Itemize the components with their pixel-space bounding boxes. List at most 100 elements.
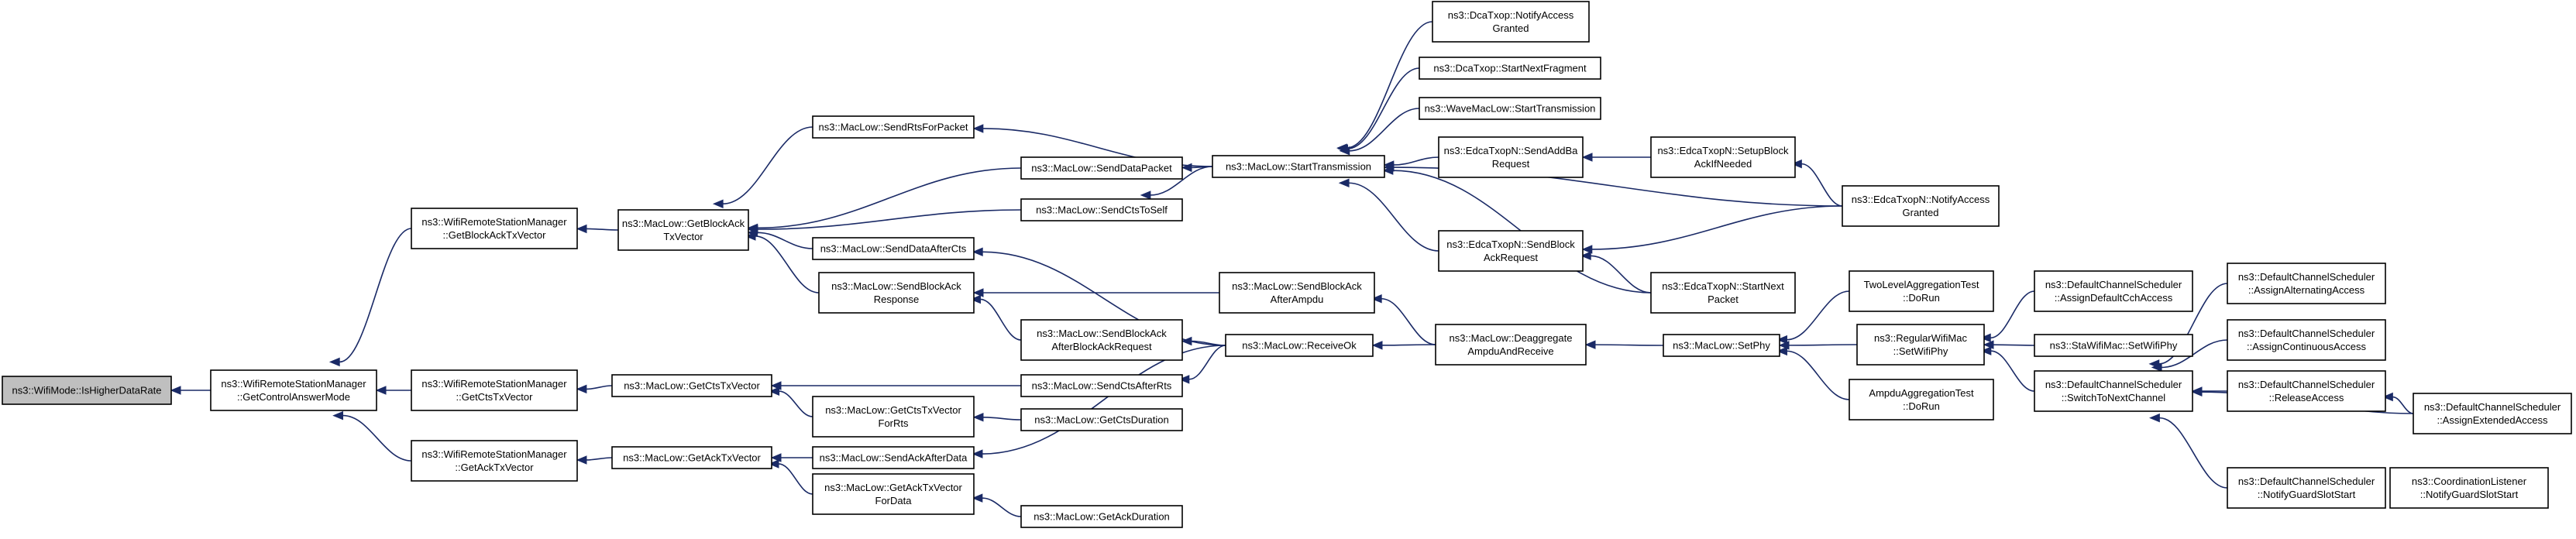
node-box (2034, 270, 2193, 312)
node-label-line: ::DoRun (1903, 400, 1940, 412)
node-label-line: ns3::DefaultChannelScheduler (2045, 379, 2182, 390)
node-label-line: ::GetControlAnswerMode (237, 391, 350, 403)
node-label-line: ns3::MacLow::SendBlockAck (831, 280, 961, 292)
node-ampdu_dorun[interactable]: AmpduAggregationTest::DoRun (1849, 379, 1994, 421)
node-dcs_extended[interactable]: ns3::DefaultChannelScheduler::AssignExte… (2413, 393, 2572, 434)
node-box (1856, 324, 1985, 366)
edge-getctsforrts-to-ml_getcts (769, 386, 813, 417)
node-box (2227, 319, 2386, 361)
edge-dcs_switch-to-regular_setwifiphy (1980, 346, 2035, 392)
node-label-line: ns3::DefaultChannelScheduler (2238, 271, 2375, 283)
edge-arrowhead (1371, 341, 1383, 350)
node-setphy[interactable]: ns3::MacLow::SetPhy (1663, 334, 1780, 357)
node-getctrlanswer[interactable]: ns3::WifiRemoteStationManager::GetContro… (210, 369, 377, 411)
edge-line (1188, 345, 1226, 380)
node-dcs_continuous[interactable]: ns3::DefaultChannelScheduler::AssignCont… (2227, 319, 2386, 361)
edge-layer (170, 21, 2414, 517)
node-ml_getack[interactable]: ns3::MacLow::GetAckTxVector (611, 446, 772, 469)
edge-line (1591, 255, 1652, 294)
node-dcs_assigndefault[interactable]: ns3::DefaultChannelScheduler::AssignDefa… (2034, 270, 2193, 312)
node-getctsduration[interactable]: ns3::MacLow::GetCtsDuration (1020, 408, 1183, 431)
node-ml_getblockack[interactable]: ns3::MacLow::GetBlockAckTxVector (617, 209, 749, 251)
edge-starttx-to-sendctstoself (1140, 166, 1213, 200)
node-ml_getcts[interactable]: ns3::MacLow::GetCtsTxVector (611, 374, 772, 397)
node-layer: ns3::WifiMode::IsHigherDataRatens3::Wifi… (2, 1, 2572, 528)
node-label-line: ::ReleaseAccess (2269, 392, 2344, 403)
node-label-line: ForData (875, 495, 913, 506)
node-label-line: ns3::MacLow::SendDataAfterCts (820, 243, 967, 255)
node-wrsm_getack[interactable]: ns3::WifiRemoteStationManager::GetAckTxV… (411, 440, 578, 482)
node-label-line: ns3::MacLow::StartTransmission (1226, 161, 1371, 173)
edge-setphy-to-deaggregate (1584, 340, 1664, 349)
edge-getackduration-to-getackfordata (972, 493, 1022, 517)
node-starttx[interactable]: ns3::MacLow::StartTransmission (1212, 155, 1385, 178)
edge-line (586, 457, 613, 461)
node-sendackafterdata[interactable]: ns3::MacLow::SendAckAfterData (812, 446, 975, 469)
node-receiveok[interactable]: ns3::MacLow::ReceiveOk (1225, 334, 1374, 357)
node-box (617, 209, 749, 251)
edge-line (1591, 205, 1843, 250)
edge-arrowhead (1339, 146, 1350, 156)
node-label-line: ns3::EdcaTxopN::SetupBlock (1657, 145, 1789, 156)
node-regular_setwifiphy[interactable]: ns3::RegularWifiMac::SetWifiPhy (1856, 324, 1985, 366)
node-dcs_release[interactable]: ns3::DefaultChannelScheduler::ReleaseAcc… (2227, 370, 2386, 412)
node-sendrts[interactable]: ns3::MacLow::SendRtsForPacket (812, 115, 975, 139)
node-wrsm_getblockack[interactable]: ns3::WifiRemoteStationManager::GetBlockA… (411, 208, 578, 249)
node-dcs_alternating[interactable]: ns3::DefaultChannelScheduler::AssignAlte… (2227, 263, 2386, 304)
node-sendblockackafterbar[interactable]: ns3::MacLow::SendBlockAckAfterBlockAckRe… (1020, 319, 1183, 361)
node-box (1438, 136, 1584, 178)
node-wrsm_getcts[interactable]: ns3::WifiRemoteStationManager::GetCtsTxV… (411, 369, 578, 411)
node-label-line: ns3::MacLow::GetCtsTxVector (825, 404, 961, 416)
edge-arrowhead (576, 455, 587, 465)
node-label-line: AmpduAggregationTest (1869, 387, 1974, 399)
node-ishigher[interactable]: ns3::WifiMode::IsHigherDataRate (2, 376, 172, 405)
edge-ml_getblockack-to-wrsm_getblockack (576, 224, 619, 234)
node-senddatapacket[interactable]: ns3::MacLow::SendDataPacket (1020, 156, 1183, 180)
edge-line (2158, 283, 2228, 365)
node-label-line: ::GetBlockAckTxVector (443, 229, 547, 241)
node-dca_startnext[interactable]: ns3::DcaTxop::StartNextFragment (1419, 57, 1601, 80)
node-box (2227, 467, 2386, 509)
edge-dcs_continuous-to-dcs_switch (2151, 339, 2228, 372)
node-box (1432, 1, 1590, 43)
edge-ml_getack-to-wrsm_getack (576, 455, 613, 465)
node-label-line: ::GetCtsTxVector (456, 391, 534, 403)
node-box (2, 376, 172, 405)
edge-deaggregate-to-receiveok (1371, 341, 1436, 350)
node-senddataaftercts[interactable]: ns3::MacLow::SendDataAfterCts (812, 237, 975, 260)
edge-arrowhead (1980, 346, 1992, 355)
node-label-line: ns3::WifiRemoteStationManager (421, 216, 567, 228)
node-sendctstoself[interactable]: ns3::MacLow::SendCtsToSelf (1020, 198, 1183, 221)
node-box (1438, 230, 1584, 272)
node-box (1020, 198, 1183, 221)
edge-dcs_notifyguard-to-dcs_switch (2149, 413, 2228, 489)
node-dcs_notifyguard[interactable]: ns3::DefaultChannelScheduler::NotifyGuar… (2227, 467, 2386, 509)
node-label-line: ns3::WifiRemoteStationManager (421, 448, 567, 460)
node-box (611, 446, 772, 469)
node-box (1849, 379, 1994, 421)
node-dcs_switch[interactable]: ns3::DefaultChannelScheduler::SwitchToNe… (2034, 370, 2193, 412)
node-label-line: ns3::MacLow::SendCtsAfterRts (1032, 380, 1172, 392)
edge-line (2162, 339, 2228, 369)
node-getackduration[interactable]: ns3::MacLow::GetAckDuration (1020, 505, 1183, 528)
node-label-line: AmpduAndReceive (1467, 345, 1553, 357)
node-sendctsafterrts[interactable]: ns3::MacLow::SendCtsAfterRts (1020, 374, 1183, 397)
node-cl_notifyguard[interactable]: ns3::CoordinationListener::NotifyGuardSl… (2389, 467, 2549, 509)
edge-sendctstoself-to-ml_getblockack (747, 209, 1022, 234)
node-sta_setwifiphy[interactable]: ns3::StaWifiMac::SetWifiPhy (2034, 334, 2193, 357)
edge-arrowhead (1371, 294, 1382, 304)
node-wave_starttx[interactable]: ns3::WaveMacLow::StartTransmission (1419, 97, 1601, 120)
node-tla_dorun[interactable]: TwoLevelAggregationTest::DoRun (1849, 270, 1994, 312)
node-label-line: Response (874, 294, 920, 305)
